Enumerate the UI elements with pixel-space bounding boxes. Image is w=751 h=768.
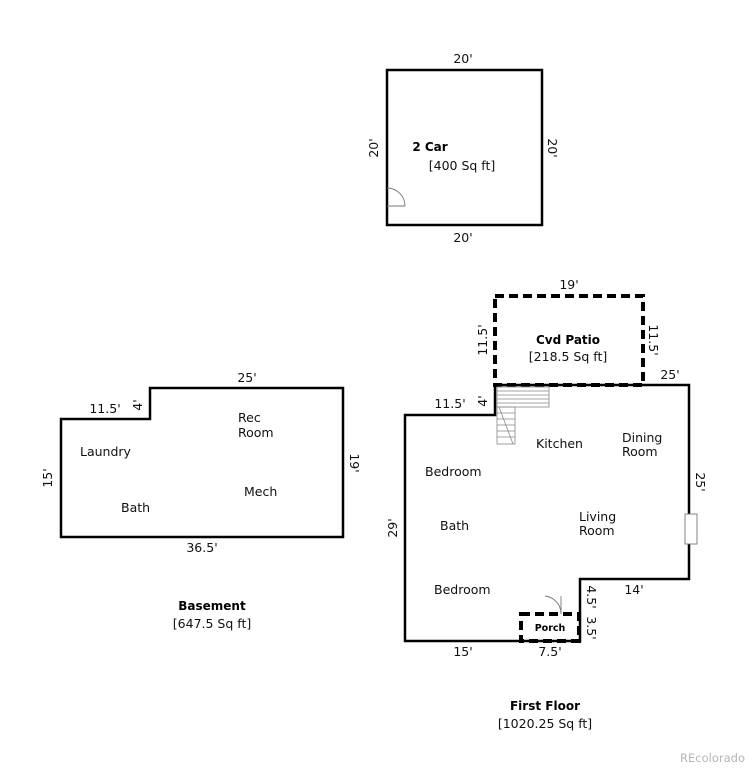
window-icon [684,513,698,545]
porch-door-icon [544,595,562,615]
patio-title: Cvd Patio [536,333,600,347]
ff-dim-left: 29' [385,518,400,537]
patio-area: [218.5 Sq ft] [529,349,607,364]
ff-dim-step-top: 11.5' [434,396,465,411]
garage-dim-bottom: 20' [453,230,472,245]
ff-dim-porch-side: 3.5' [584,616,599,639]
ff-room-dining: Dining [622,430,662,445]
garage-plan: 20' 20' 20' 20' 2 Car [400 Sq ft] [366,51,560,245]
patio-dim-left: 11.5' [475,324,490,355]
basement-plan: 25' 11.5' 4' 15' 19' 36.5' Rec Room Laun… [40,370,362,631]
basement-room-laundry: Laundry [80,444,132,459]
ff-dim-bottom-left: 15' [453,644,472,659]
ff-room-living: Living [579,509,616,524]
first-floor-plan: 19' 11.5' 11.5' Cvd Patio [218.5 Sq ft] [385,277,708,731]
ff-room-bedroom-bottom: Bedroom [434,582,491,597]
basement-dim-bottom: 36.5' [186,540,217,555]
basement-dim-top: 25' [237,370,256,385]
basement-room-mech: Mech [244,484,277,499]
garage-dim-left: 20' [366,138,381,157]
ff-room-bedroom-top: Bedroom [425,464,482,479]
ff-dim-notch-bottom: 14' [624,582,643,597]
watermark: REcolorado [680,751,745,765]
garage-title: 2 Car [412,140,447,154]
basement-dim-step-top: 11.5' [89,401,120,416]
ff-room-kitchen: Kitchen [536,436,583,451]
basement-outline [59,386,345,539]
ff-room-dining-2: Room [622,444,658,459]
basement-room-rec-2: Room [238,425,274,440]
basement-dim-step-side: 4' [130,399,145,410]
porch-label: Porch [535,623,566,634]
ff-room-bath: Bath [440,518,469,533]
basement-dim-left: 15' [40,468,55,487]
ff-dim-top-right: 25' [660,367,679,382]
first-floor-outline [403,383,691,643]
garage-door-icon [386,187,406,207]
first-floor-title: First Floor [510,699,580,713]
first-floor-area: [1020.25 Sq ft] [498,716,592,731]
ff-dim-bottom-porch: 7.5' [538,644,561,659]
basement-room-rec: Rec [238,410,261,425]
garage-dim-top: 20' [453,51,472,66]
patio-dim-top: 19' [559,277,578,292]
basement-dim-right: 19' [347,453,362,472]
basement-title: Basement [178,599,246,613]
basement-room-bath: Bath [121,500,150,515]
stairs-icon [496,386,550,445]
ff-dim-right: 25' [693,472,708,491]
garage-area: [400 Sq ft] [429,158,496,173]
garage-dim-right: 20' [545,138,560,157]
garage-outline [385,68,544,227]
basement-area: [647.5 Sq ft] [173,616,251,631]
porch-outline [519,612,581,643]
ff-dim-step-side: 4' [475,395,490,406]
ff-room-living-2: Room [579,523,615,538]
patio-dim-right: 11.5' [646,324,661,355]
ff-dim-notch-side: 4.5' [584,585,599,608]
